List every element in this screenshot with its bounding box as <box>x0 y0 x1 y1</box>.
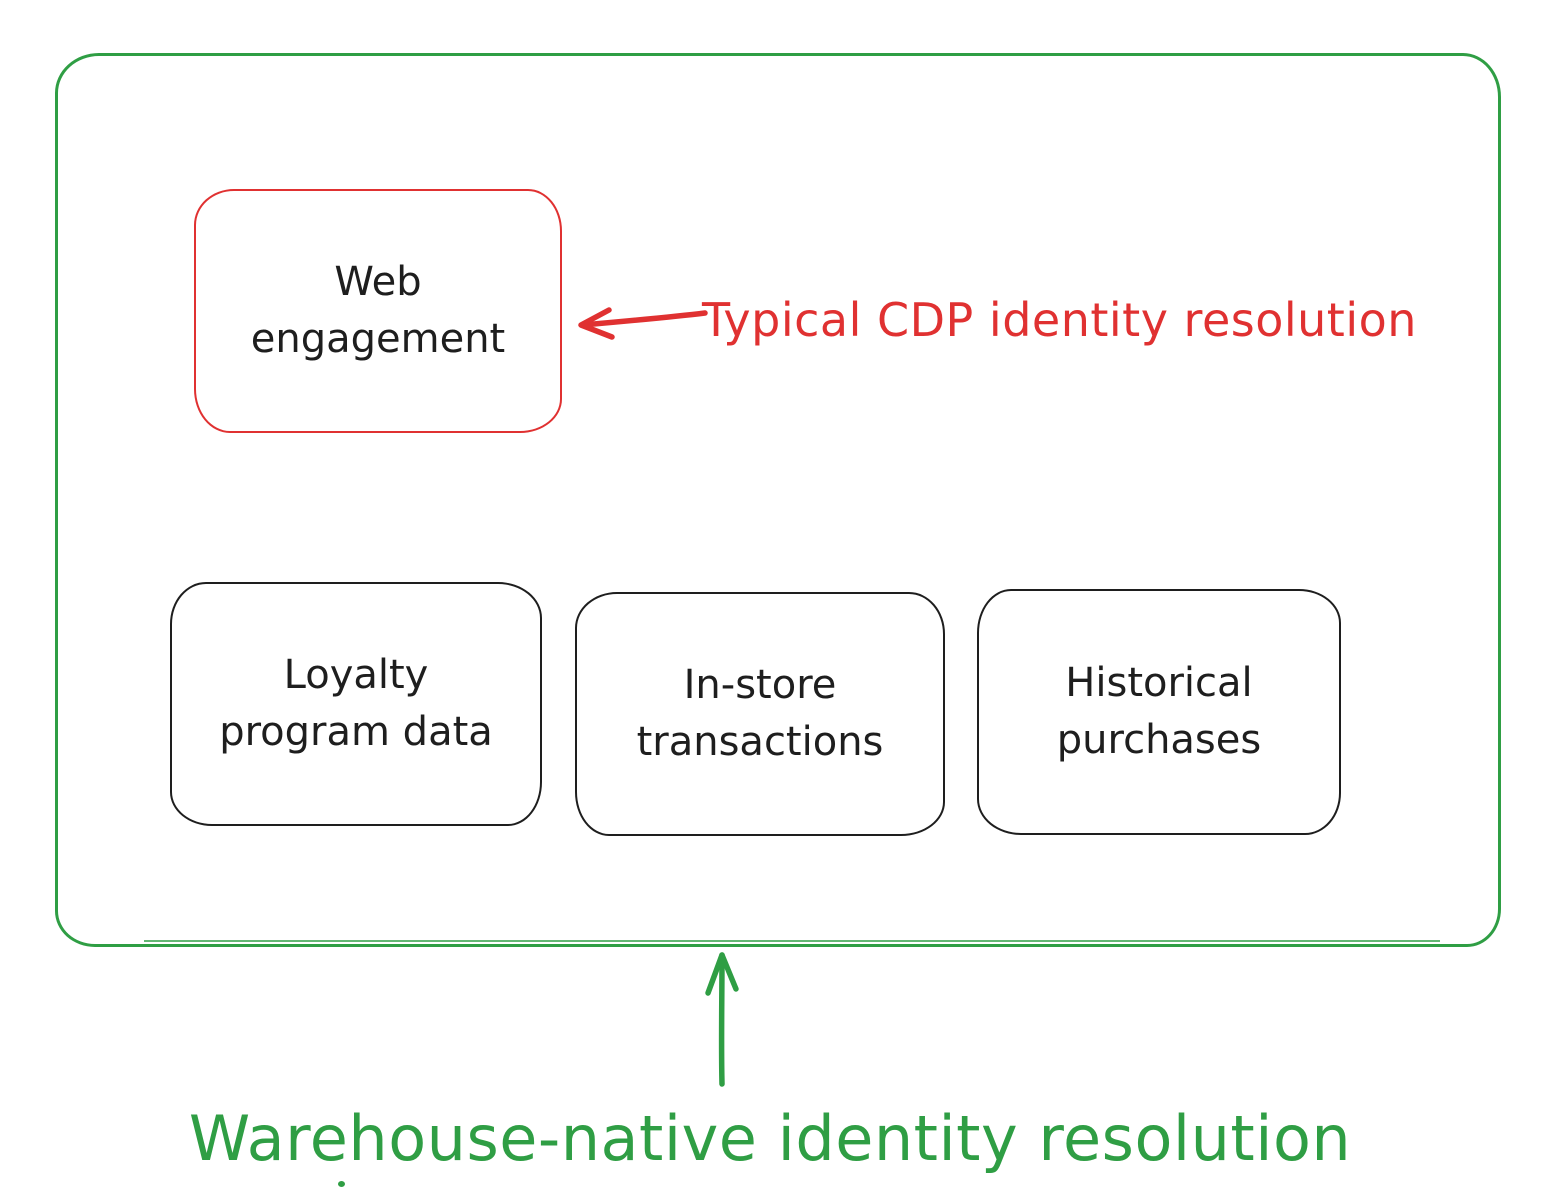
label-line: In-store <box>683 662 837 709</box>
up-arrow-icon <box>705 952 739 1087</box>
label-line: Historical <box>1065 660 1253 707</box>
node-in-store-transactions: In-store transactions <box>575 592 945 836</box>
label-line: Web <box>334 259 422 306</box>
node-historical-purchases: Historical purchases <box>977 589 1341 835</box>
label-line: engagement <box>250 316 506 362</box>
label-line: program data <box>219 709 493 755</box>
node-loyalty-label: Loyalty program data <box>219 647 493 761</box>
warehouse-boundary-box <box>55 53 1501 947</box>
left-arrow-icon <box>578 307 708 340</box>
node-historical-label: Historical purchases <box>1057 655 1261 769</box>
node-web-engagement-label: Web engagement <box>251 254 505 368</box>
node-instore-label: In-store transactions <box>637 657 884 771</box>
node-web-engagement: Web engagement <box>194 189 562 433</box>
node-loyalty-program-data: Loyalty program data <box>170 582 542 826</box>
label-line: purchases <box>1056 717 1262 763</box>
cdp-annotation-label: Typical CDP identity resolution <box>702 293 1417 347</box>
label-line: transactions <box>636 719 884 765</box>
label-line: Loyalty <box>283 652 429 699</box>
stray-dot <box>338 1181 345 1187</box>
warehouse-annotation-label: Warehouse-native identity resolution <box>188 1102 1352 1175</box>
